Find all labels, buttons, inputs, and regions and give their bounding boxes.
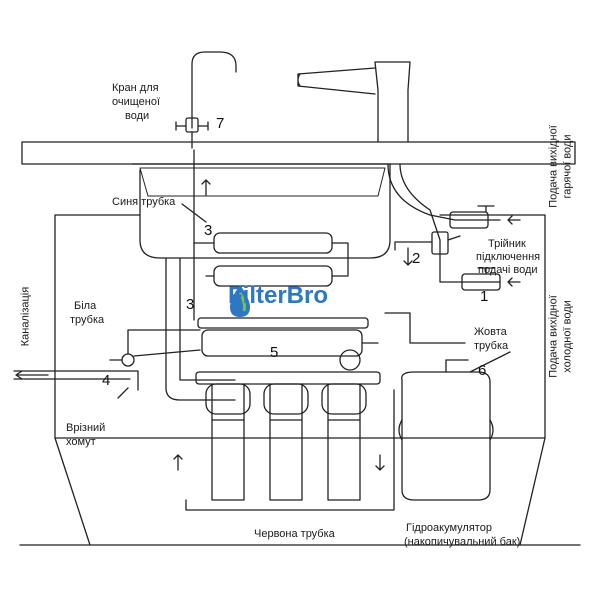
hot-supply-label-1: Подача вихідної [547,125,560,208]
sink-basin [131,163,391,259]
red-tube [185,389,395,511]
blue-tube-label: Синя трубка [112,196,176,208]
cold-supply-label-1: Подача вихідної [547,295,560,378]
countertop [21,141,576,165]
drain-saddle-clamp [121,353,135,367]
filterbro-logo: FilterBro [228,282,329,309]
faucet-label-line-2: очищеної [112,96,161,108]
faucet-label-line-3: води [125,110,150,122]
cold-supply-label-2: холодної води [561,300,574,373]
white-tube-label-2: трубка [70,314,105,326]
post-filter-3-top [213,232,333,254]
callout-1: 1 [480,288,489,305]
cabinet-back-wall [54,214,546,439]
clamp-label-1: Врізний [66,422,106,434]
callout-2: 2 [412,250,421,267]
red-tube-label: Червона трубка [254,528,335,540]
yellow-tube-label-1: Жовта [474,326,507,338]
hot-supply-label-2: гарячої води [561,134,574,199]
callout-5: 5 [270,344,279,361]
faucet-label-line-1: Кран для [112,82,159,94]
callout-3-bottom: 3 [186,296,195,313]
tee-label-line-2: підключення [476,251,541,263]
callout-7: 7 [216,115,225,132]
tank-label-2: (накопичувальний бак) [404,536,521,548]
callout-4: 4 [102,372,111,389]
tee-label-line-3: подачі води [478,264,538,276]
mixer-faucet [297,61,411,143]
filterbro-drop-icon [230,285,250,317]
tank-label-1: Гідроакумулятор [406,522,492,534]
yellow-tube-label-2: трубка [474,340,509,352]
storage-tank [401,371,491,501]
cabinet-floor [19,437,581,546]
sewer-label: Каналізація [19,286,32,347]
flow-restrictor [339,349,361,371]
callout-6: 6 [478,362,487,379]
white-tube-label-1: Біла [74,300,97,312]
sink-drain [165,257,236,401]
tee-label-line-1: Трійник [488,238,526,250]
prefilter-housings [205,383,367,501]
cold-supply-line [399,163,501,283]
drain-line [13,370,139,391]
tee-fitting [431,231,449,255]
callout-3-top: 3 [204,222,213,239]
hot-supply-line [387,163,501,221]
clamp-label-2: хомут [66,436,96,448]
membrane-housing [201,329,363,357]
purified-faucet [191,51,237,129]
